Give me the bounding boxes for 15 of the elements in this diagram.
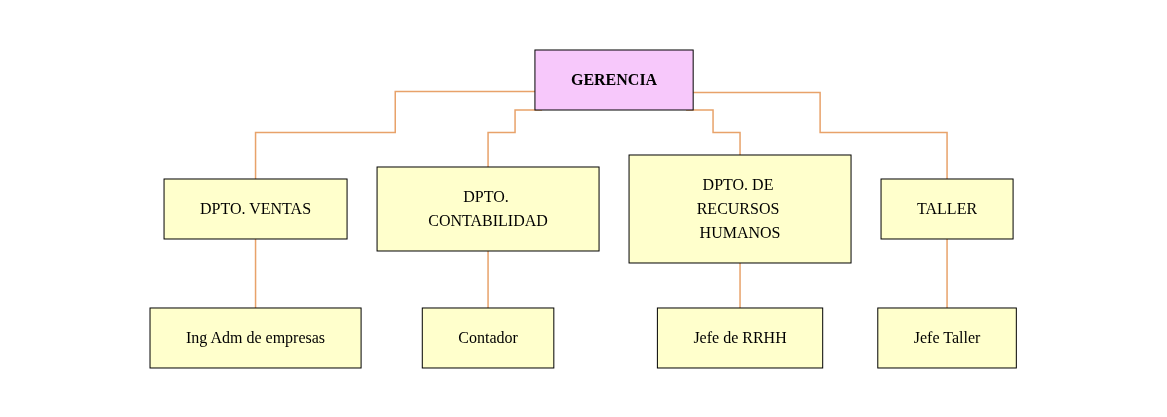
- node-box: DPTO. CONTABILIDAD: [376, 166, 600, 251]
- connector: [255, 90, 536, 180]
- connector: [487, 249, 490, 309]
- connector: [255, 237, 257, 309]
- node-box: Jefe Taller: [877, 307, 1018, 368]
- node-box: Ing Adm de empresas: [149, 307, 362, 368]
- connector: [946, 237, 949, 309]
- node-box: DPTO. DE RECURSOS HUMANOS: [628, 154, 852, 263]
- connector: [692, 91, 949, 180]
- node-box: Jefe de RRHH: [657, 307, 824, 368]
- node-box: Contador: [422, 307, 555, 368]
- connector: [739, 261, 742, 309]
- node-box: GERENCIA: [534, 49, 694, 110]
- node-box: DPTO. VENTAS: [163, 178, 348, 239]
- node-box: TALLER: [880, 178, 1014, 239]
